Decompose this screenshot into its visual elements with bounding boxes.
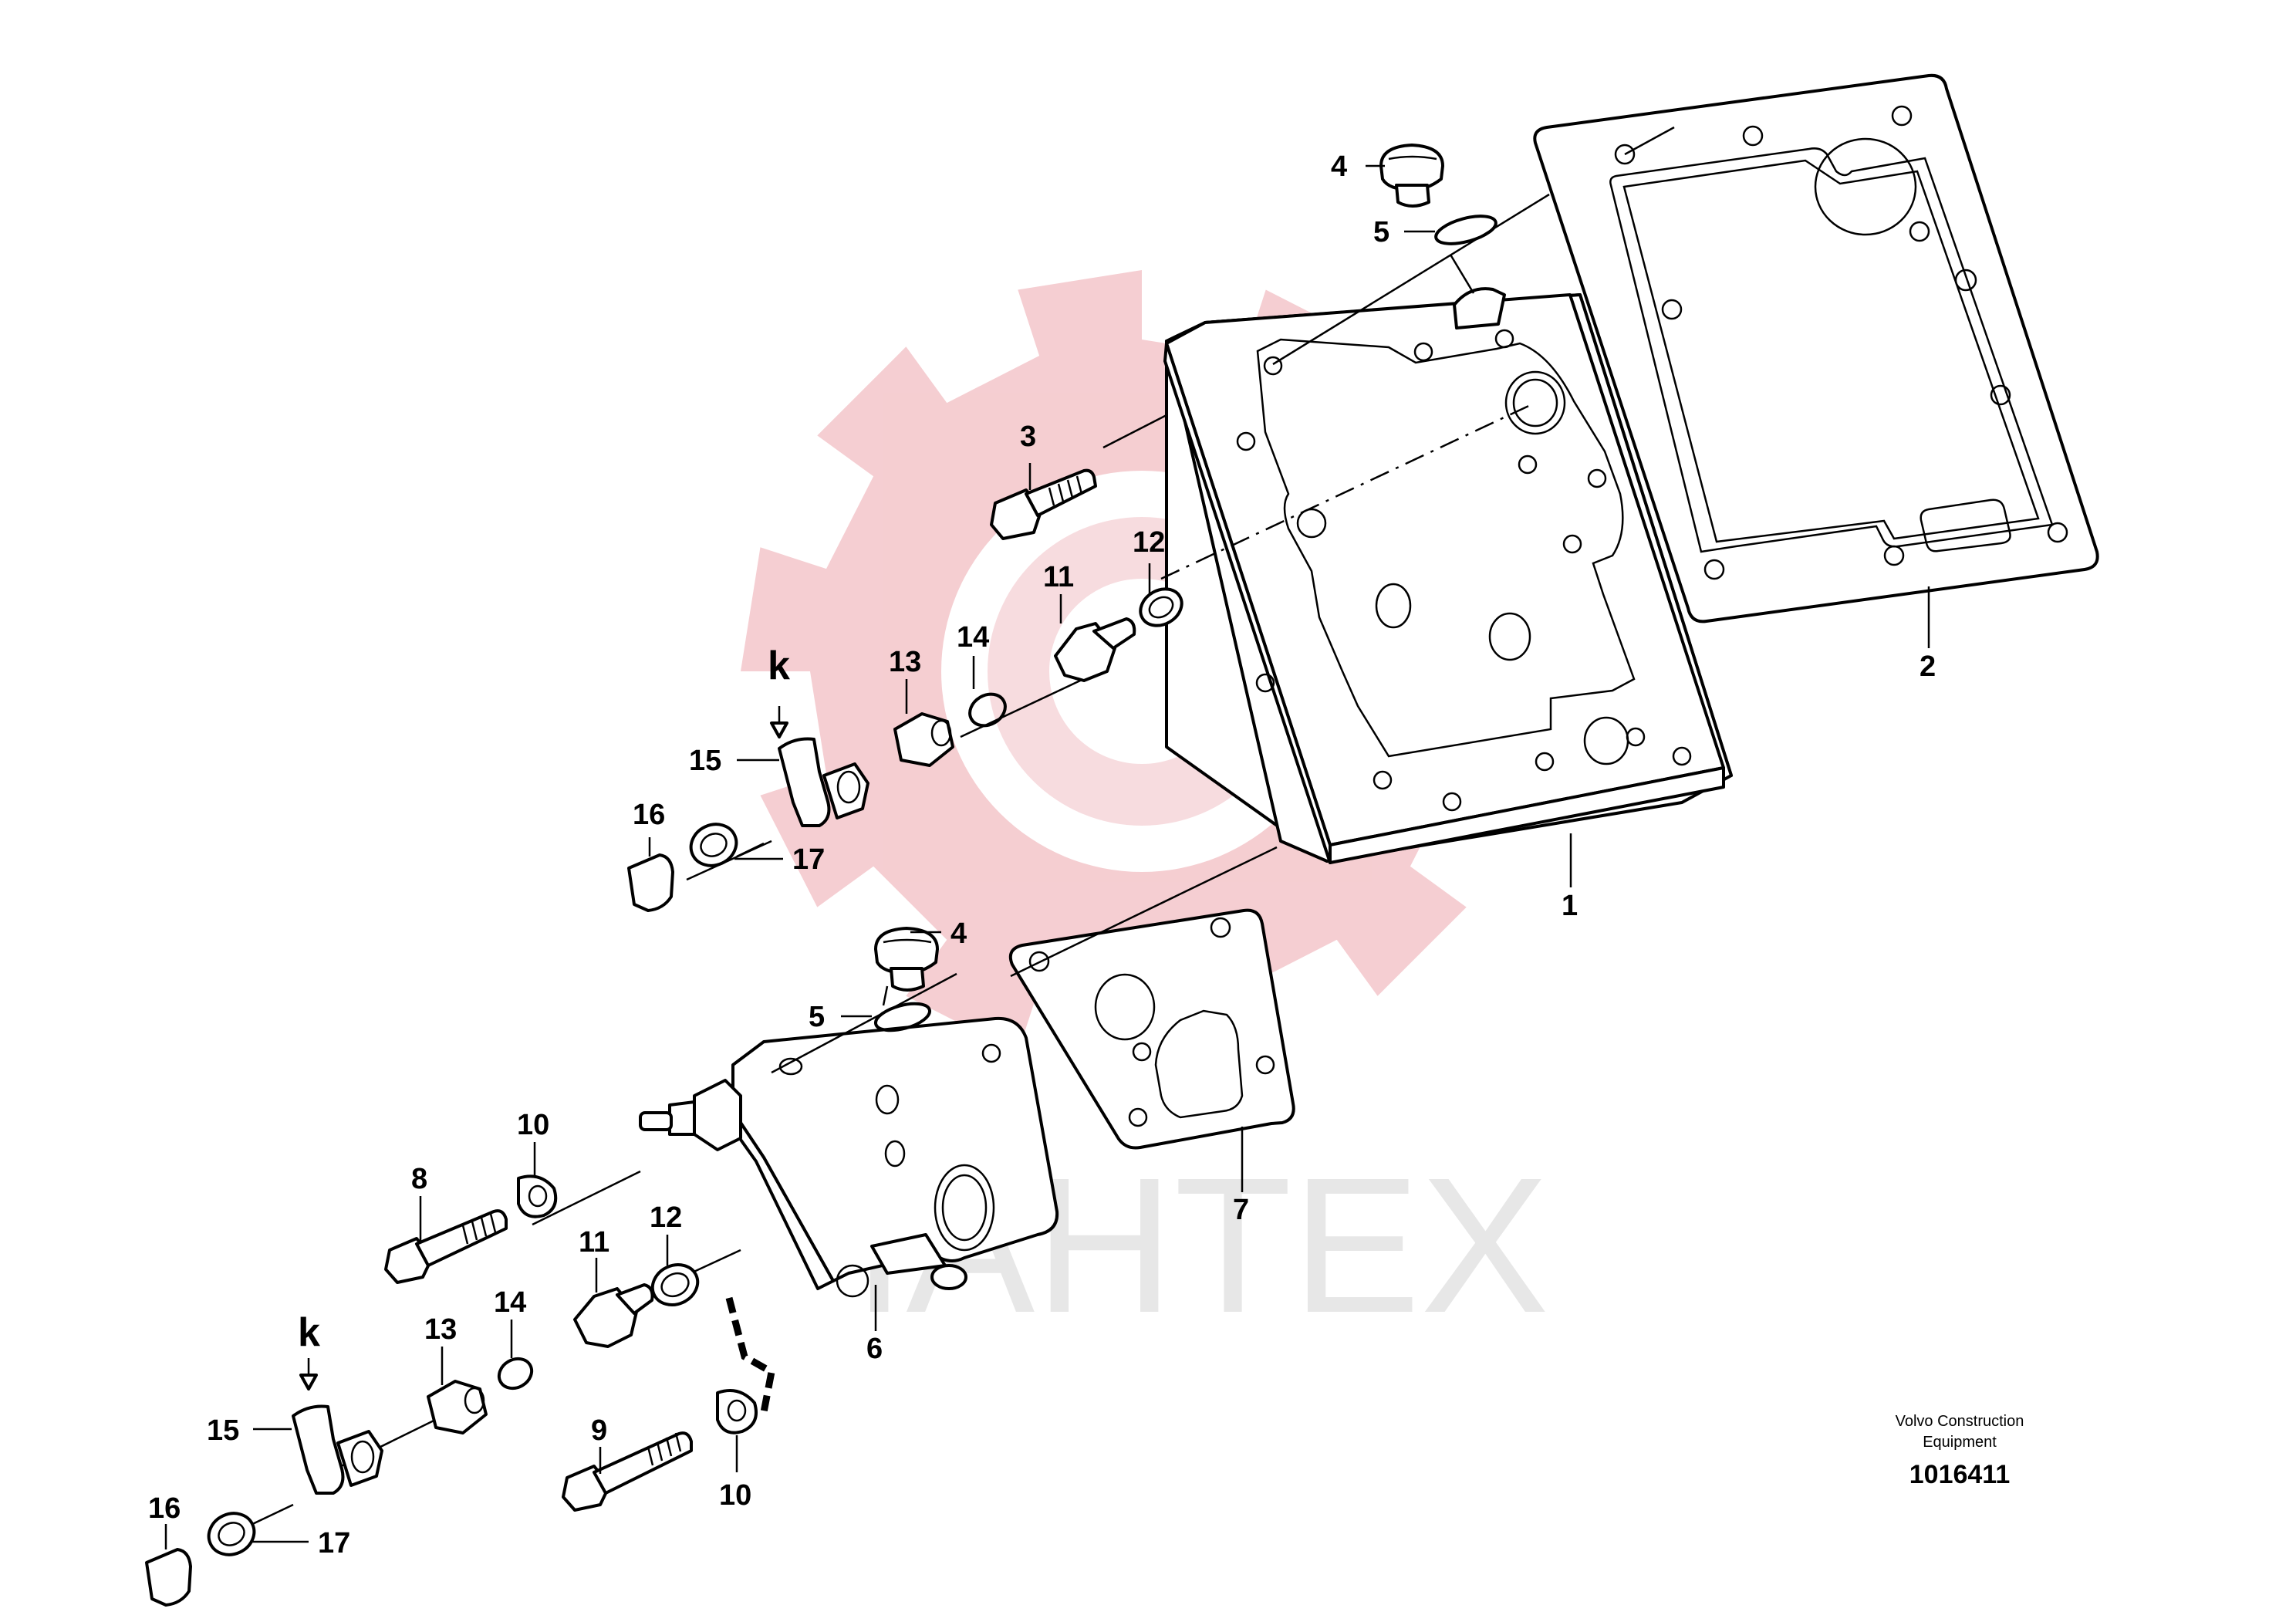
credit-line-2: Equipment — [1923, 1434, 1997, 1451]
plug-16-lower — [145, 1548, 192, 1607]
callout-12-lower: 12 — [650, 1201, 682, 1234]
o-ring-14-lower — [497, 1357, 534, 1391]
plug-4-lower — [874, 927, 939, 992]
callout-16-lower: 16 — [148, 1492, 181, 1525]
callout-11-upper: 11 — [1043, 561, 1074, 593]
drawing-number: 1016411 — [1909, 1460, 2011, 1489]
callout-k-lower: k — [298, 1310, 320, 1355]
seal-ring-17-lower — [207, 1512, 256, 1556]
credit-line-1: Volvo Construction — [1896, 1413, 2024, 1430]
bolt-3 — [990, 468, 1097, 540]
valve-body-6 — [639, 1016, 1059, 1298]
callout-15-lower: 15 — [207, 1414, 239, 1447]
assembly-lines — [231, 126, 1675, 1536]
callout-12-upper: 12 — [1133, 526, 1165, 559]
callout-4-upper: 4 — [1331, 150, 1347, 183]
gasket-2 — [1533, 73, 2099, 623]
callout-13-lower: 13 — [424, 1313, 457, 1346]
fitting-11-upper — [1054, 617, 1136, 682]
credit-block: Volvo Construction Equipment 1016411 — [1896, 1413, 2024, 1489]
callout-6: 6 — [866, 1333, 883, 1365]
gasket-7 — [1008, 908, 1295, 1150]
callout-14-upper: 14 — [957, 621, 989, 654]
o-ring-5-lower — [874, 1002, 931, 1032]
callout-13-upper: 13 — [889, 646, 921, 678]
callout-15-upper: 15 — [689, 745, 721, 777]
callout-labels: 4 5 3 2 1 4 5 7 6 8 10 11 12 13 14 15 16… — [148, 150, 1936, 1559]
o-ring-14-upper — [968, 692, 1007, 728]
callout-3: 3 — [1020, 421, 1036, 453]
callout-7: 7 — [1233, 1194, 1249, 1226]
callout-5-lower: 5 — [809, 1001, 825, 1033]
seal-ring-12-upper — [1139, 587, 1183, 627]
elbow-15-lower — [292, 1404, 383, 1495]
nut-13-lower — [427, 1380, 488, 1434]
callout-9: 9 — [591, 1414, 607, 1447]
bolt-8 — [384, 1209, 508, 1284]
fitting-11-lower — [573, 1283, 654, 1348]
copper-washer-10-upper — [517, 1174, 558, 1218]
callout-11-lower: 11 — [579, 1226, 609, 1259]
callout-16-upper: 16 — [633, 799, 665, 831]
elbow-15-upper — [778, 737, 869, 827]
callout-17-lower: 17 — [318, 1527, 350, 1559]
callout-10-lower: 10 — [719, 1479, 751, 1512]
callout-1: 1 — [1562, 890, 1578, 922]
callout-4-lower: 4 — [950, 917, 967, 950]
seal-ring-12-lower — [650, 1263, 700, 1306]
plug-4-upper — [1379, 144, 1444, 208]
callout-k-upper: k — [768, 644, 790, 688]
valve-plate-1 — [1163, 287, 1733, 864]
bolt-9 — [562, 1431, 693, 1512]
callout-5-upper: 5 — [1373, 216, 1389, 248]
callout-8: 8 — [411, 1163, 427, 1195]
callout-17-upper: 17 — [792, 843, 825, 876]
callout-2: 2 — [1920, 650, 1936, 683]
copper-washer-10-lower — [716, 1389, 758, 1434]
nut-13-upper — [893, 712, 954, 767]
seal-ring-17-upper — [689, 823, 738, 867]
plug-16-upper — [627, 853, 674, 912]
o-ring-5-upper — [1434, 215, 1497, 245]
leader-lines — [164, 164, 1930, 1549]
callout-14-lower: 14 — [494, 1286, 526, 1319]
callout-10-upper: 10 — [517, 1109, 549, 1141]
